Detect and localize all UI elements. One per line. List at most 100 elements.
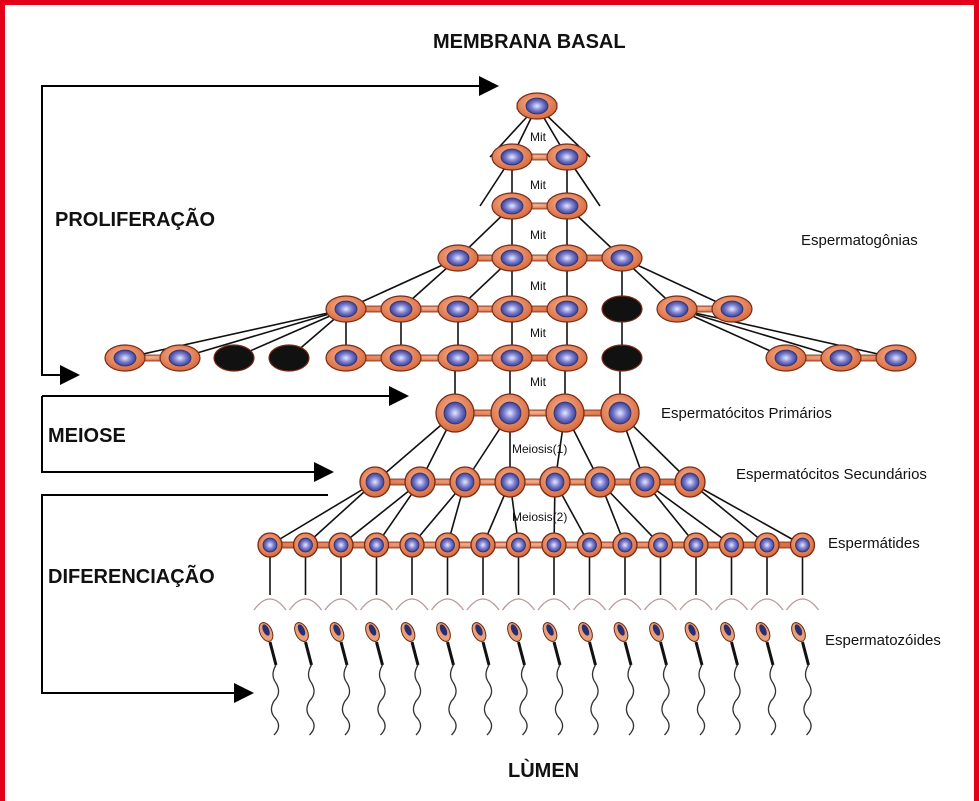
spermatocyte-cell — [612, 532, 638, 558]
lineage-line — [676, 308, 897, 359]
spermatocyte-cell — [434, 532, 461, 558]
lineage-line — [124, 308, 347, 359]
spermatocyte-cell — [683, 532, 709, 558]
degenerating-cell — [601, 295, 643, 323]
spermatocyte-cell — [470, 532, 496, 558]
lineage-line — [689, 481, 768, 546]
spermatogonium-cell — [380, 344, 422, 372]
spermatozoon — [684, 622, 704, 666]
spermatozoon — [294, 622, 313, 666]
spermatocyte-cell — [359, 466, 391, 498]
residual-body — [288, 598, 323, 611]
flagellum — [590, 664, 599, 736]
spermatogonium-cell — [820, 344, 862, 372]
lineage-line — [644, 481, 732, 546]
flagellum — [341, 664, 351, 736]
spermatocyte-cell — [629, 466, 661, 498]
flagellum — [803, 664, 812, 736]
residual-body — [643, 598, 678, 611]
lineage-line — [621, 257, 733, 310]
mitosis-label-6: Mit — [530, 375, 546, 389]
spermatogonium-cell — [104, 344, 146, 372]
spermatocyte-cell — [541, 532, 567, 558]
spermatogonium-cell — [601, 244, 643, 272]
spermatocyte-cell — [399, 532, 425, 558]
flagellum — [696, 664, 706, 736]
spermatocyte-cell — [257, 532, 283, 558]
mitosis-label-5: Mit — [530, 326, 546, 340]
mitosis-label-4: Mit — [530, 279, 546, 293]
lineage-line — [269, 481, 376, 546]
residual-body — [466, 598, 500, 611]
residual-body — [679, 598, 713, 611]
spermatozoon — [329, 622, 349, 666]
flagellum — [412, 664, 422, 736]
spermatocyte-cell — [754, 532, 780, 558]
mitosis-label-1: Mit — [530, 130, 546, 144]
meiosis-1-label: Meiosis(1) — [512, 442, 568, 456]
flagellum — [732, 664, 741, 736]
proliferation-bracket-arrow — [41, 76, 499, 385]
residual-body — [537, 598, 571, 611]
spermatozoon — [400, 622, 420, 666]
flagellum — [306, 664, 315, 736]
spermatogonium-cell — [711, 295, 753, 323]
spermatocyte-cell — [292, 532, 319, 558]
spermatogonium-cell — [491, 244, 533, 272]
residual-body — [501, 598, 536, 611]
mitosis-label-2: Mit — [530, 178, 546, 192]
spermatogonium-cell — [516, 92, 558, 120]
spermatocyte-cell — [718, 532, 745, 558]
residual-body — [395, 598, 429, 611]
spermatozoon — [436, 622, 455, 666]
differentiation-bracket-arrow — [41, 494, 328, 703]
flagellum — [270, 664, 280, 736]
lineage-line — [179, 308, 347, 359]
spermatogonium-cell — [491, 295, 533, 323]
degenerating-cell — [213, 344, 255, 372]
spermatocyte-cell — [363, 532, 390, 558]
spermatocyte-cell — [505, 532, 532, 558]
spermatozoa-label: Espermatozóides — [825, 632, 941, 649]
spermatogonium-cell — [546, 344, 588, 372]
proliferation-label: PROLIFERAÇÃO — [55, 209, 215, 231]
flagellum — [483, 664, 493, 736]
residual-body — [608, 598, 642, 611]
spermatogonium-cell — [656, 295, 698, 323]
spermatogonium-cell — [875, 344, 917, 372]
spermatocyte-cell — [435, 393, 475, 433]
spermatozoon — [649, 622, 668, 666]
spermatogonium-cell — [546, 192, 588, 220]
spermatozoon — [613, 622, 633, 666]
spermatogonium-cell — [325, 295, 367, 323]
spermatozoon — [755, 622, 775, 666]
residual-body — [324, 598, 358, 611]
spermatogonium-cell — [437, 344, 479, 372]
spermatocyte-cell — [647, 532, 674, 558]
residual-body — [785, 598, 820, 611]
meiosis-bracket-arrow — [41, 386, 409, 482]
spermatozoon — [578, 622, 597, 666]
spermatozoon — [791, 622, 810, 666]
spermatogonia-label: Espermatogônias — [801, 232, 918, 249]
residual-body — [253, 598, 287, 611]
secondary-spermatocytes-label: Espermatócitos Secundários — [736, 466, 927, 483]
spermatogonium-cell — [437, 244, 479, 272]
spermatogonium-cell — [437, 295, 479, 323]
degenerating-cell — [601, 344, 643, 372]
spermatocyte-cell — [404, 466, 436, 498]
differentiation-label: DIFERENCIAÇÃO — [48, 566, 215, 588]
spermatozoon — [365, 622, 384, 666]
spermatids-label: Espermátides — [828, 535, 920, 552]
spermatocyte-cell — [789, 532, 816, 558]
flagellum — [661, 664, 670, 736]
spermatocyte-cell — [576, 532, 603, 558]
meiosis-label: MEIOSE — [48, 425, 126, 447]
flagellum — [767, 664, 777, 736]
spermatocyte-cell — [449, 466, 481, 498]
residual-body — [750, 598, 784, 611]
spermatozoon — [471, 622, 491, 666]
spermatocyte-cell — [490, 393, 530, 433]
residual-body — [430, 598, 465, 611]
